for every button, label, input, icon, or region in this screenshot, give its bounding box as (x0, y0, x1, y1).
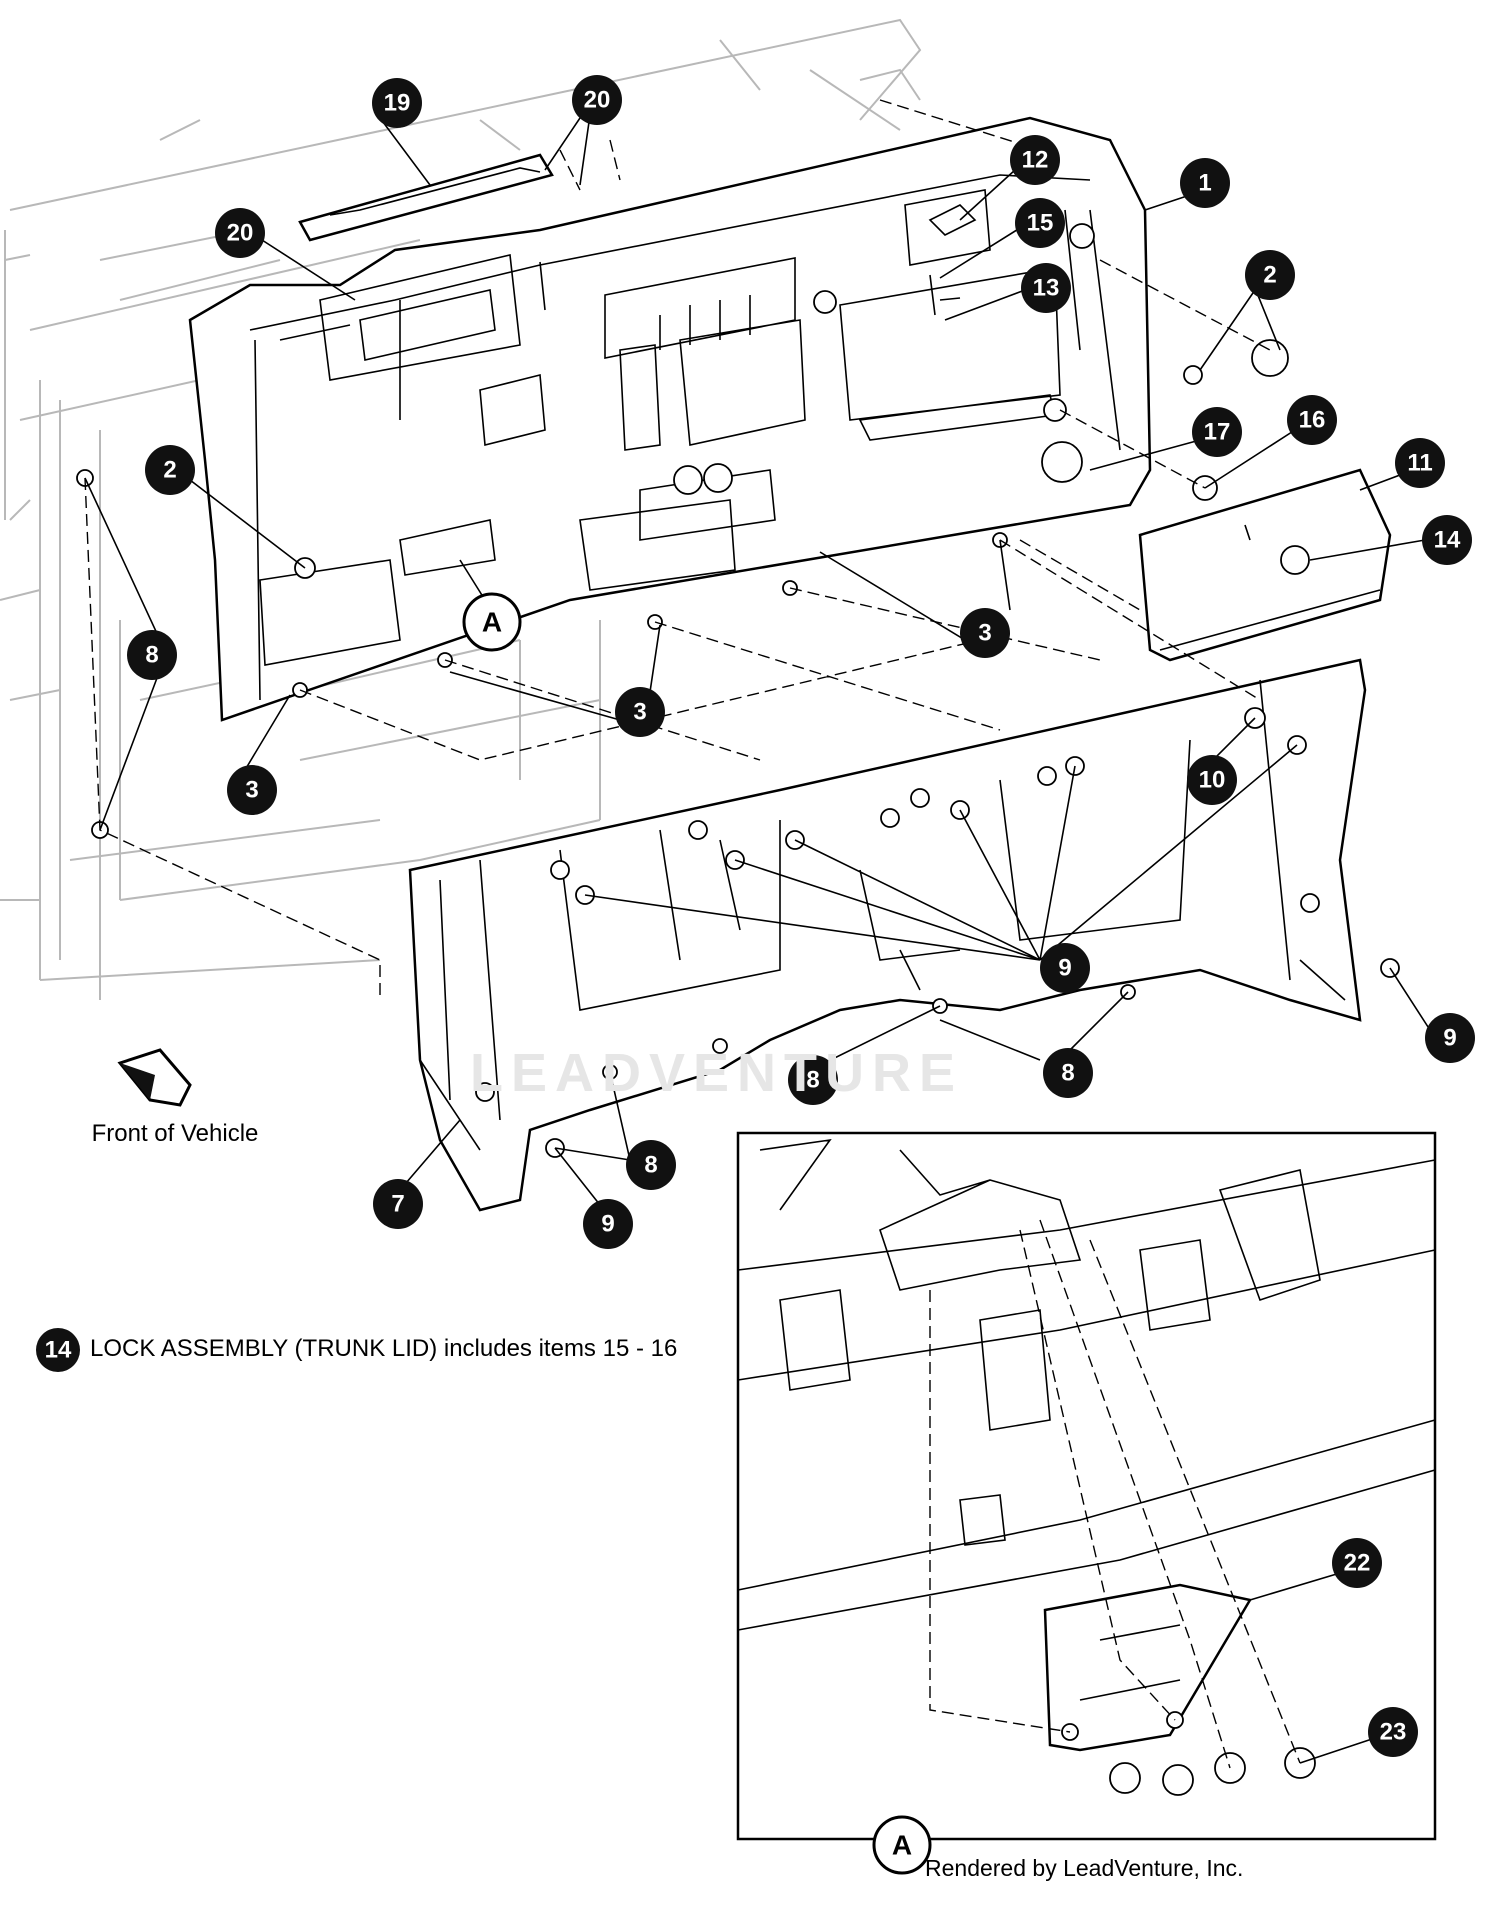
callout-label: 3 (978, 620, 991, 647)
grab-handle-19 (298, 153, 554, 242)
callout-c11: 11 (1395, 438, 1445, 488)
callout-c3a: 3 (960, 608, 1010, 658)
legend-badge-label: 14 (45, 1337, 72, 1364)
callout-label: 8 (644, 1152, 657, 1179)
lower-panel-7 (408, 658, 1367, 1212)
credit-text: Rendered by LeadVenture, Inc. (925, 1855, 1244, 1881)
watermark: LEADVENTURE (470, 1043, 964, 1103)
callout-c8a: 8 (127, 630, 177, 680)
assembly-lines (84, 99, 1271, 1000)
callout-label: 14 (1434, 527, 1461, 554)
callout-label: 17 (1204, 419, 1231, 446)
callout-c2a: 2 (1245, 250, 1295, 300)
callout-label: 16 (1299, 407, 1326, 434)
callout-label: 10 (1199, 767, 1226, 794)
callout-label: 19 (384, 90, 411, 117)
callout-c12: 12 (1010, 135, 1060, 185)
callout-c19: 19 (372, 78, 422, 128)
callout-label: 1 (1198, 170, 1211, 197)
callout-c20a: 20 (572, 75, 622, 125)
callout-c8d: 8 (626, 1140, 676, 1190)
vehicle-frame (0, 18, 922, 1000)
trunk-lid-11 (1138, 468, 1392, 662)
callout-label: 15 (1027, 210, 1054, 237)
leader-lines (84, 114, 1431, 1206)
callout-c16: 16 (1287, 395, 1337, 445)
callout-c14: 14 (1422, 515, 1472, 565)
callout-label: 23 (1380, 1719, 1407, 1746)
callout-label: 20 (584, 87, 611, 114)
callout-c23: 23 (1368, 1707, 1418, 1757)
callout-label: 3 (633, 699, 646, 726)
callout-label: 2 (1263, 262, 1276, 289)
callout-c22: 22 (1332, 1538, 1382, 1588)
callout-c15: 15 (1015, 198, 1065, 248)
callout-label: 8 (145, 642, 158, 669)
callout-c20b: 20 (215, 208, 265, 258)
detail-marker-a-main: A (462, 592, 522, 652)
callout-c7: 7 (373, 1179, 423, 1229)
callout-label: 9 (1058, 955, 1071, 982)
callout-label: 3 (245, 777, 258, 804)
dash-panel-1 (188, 116, 1152, 722)
callout-label: 12 (1022, 147, 1049, 174)
callout-label: 7 (391, 1191, 404, 1218)
callout-label: 20 (227, 220, 254, 247)
callout-c9b: 9 (1425, 1013, 1475, 1063)
callout-c9c: 9 (583, 1199, 633, 1249)
callout-c2b: 2 (145, 445, 195, 495)
callout-label: 9 (1443, 1025, 1456, 1052)
callout-label: 9 (601, 1211, 614, 1238)
detail-marker-label: A (892, 1830, 912, 1861)
detail-markers: AA (462, 592, 932, 1875)
front-arrow-icon (117, 1048, 192, 1107)
callout-c9a: 9 (1040, 943, 1090, 993)
callout-c8c: 8 (1043, 1048, 1093, 1098)
front-of-vehicle-label: Front of Vehicle (91, 1120, 259, 1147)
callout-label: 11 (1407, 450, 1432, 477)
callout-c17: 17 (1192, 407, 1242, 457)
callout-c13: 13 (1021, 263, 1071, 313)
detail-marker-a-detail: A (872, 1815, 932, 1875)
callout-c1: 1 (1180, 158, 1230, 208)
detail-marker-label: A (482, 607, 502, 638)
callout-c8b: 8 (788, 1055, 838, 1105)
detail-inset-a (736, 1131, 1437, 1841)
legend-badge: 14 (36, 1328, 80, 1372)
callout-label: 2 (163, 457, 176, 484)
callout-label: 22 (1344, 1550, 1371, 1577)
callout-c3b: 3 (615, 687, 665, 737)
callout-label: 8 (806, 1067, 819, 1094)
callout-c10: 10 (1187, 755, 1237, 805)
callout-label: 8 (1061, 1060, 1074, 1087)
legend-text: LOCK ASSEMBLY (TRUNK LID) includes items… (90, 1335, 678, 1362)
callout-label: 13 (1033, 275, 1060, 302)
callout-c3c: 3 (227, 765, 277, 815)
